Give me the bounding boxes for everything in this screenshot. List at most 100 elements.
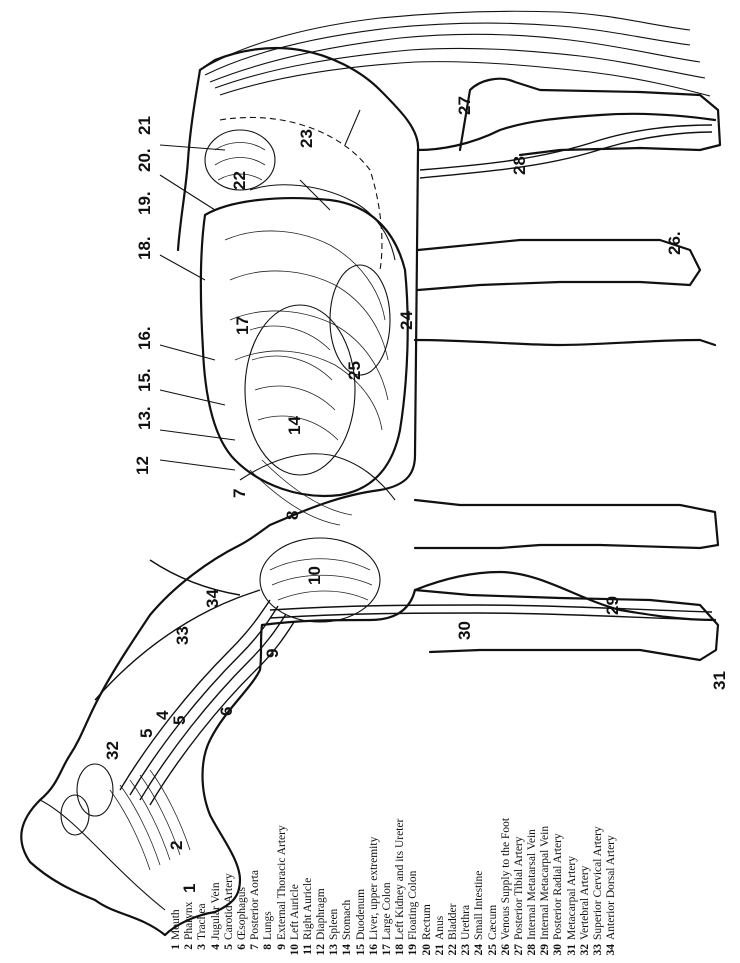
callout-19: 19. [135, 191, 154, 215]
legend-label: Posterior Aorta [249, 870, 261, 940]
callout-24: 24 [397, 311, 416, 330]
legend-item: 26 Venous Supply to the Foot [500, 692, 513, 962]
callout-32: 32 [103, 741, 122, 760]
legend-label: Urethra [460, 905, 472, 940]
legend-number: 27 [513, 944, 525, 962]
legend-label: Internal Metacarpal Vein [539, 826, 551, 940]
legend-number: 19 [407, 944, 419, 962]
legend-number: 7 [249, 944, 261, 962]
legend-item: 29 Internal Metacarpal Vein [539, 692, 552, 962]
legend-label: Stomach [341, 900, 353, 940]
callout-7: 7 [230, 489, 249, 498]
legend-number: 34 [605, 944, 617, 962]
legend-item: 21Anus [434, 692, 447, 962]
callout-29: 29 [603, 596, 622, 615]
callout-15: 15. [135, 368, 154, 392]
legend-number: 10 [289, 944, 301, 962]
legend-label: Lungs [262, 911, 274, 940]
legend-label: Right Auricle [302, 878, 314, 940]
head [40, 764, 190, 910]
legend-label: Duodenum [355, 889, 367, 940]
legend-label: Posterior Radial Artery [552, 833, 564, 940]
callout-8: 8 [283, 511, 302, 520]
legend-label: Rectum [421, 904, 433, 940]
legend-label: Spleen [328, 909, 340, 940]
legend-item: 11 Right Auricle [302, 692, 315, 962]
legend-number: 5 [223, 944, 235, 962]
legend-label: Left Kidney and its Ureter [394, 819, 406, 940]
legend-label: Carotid Artery [223, 873, 235, 940]
callout-25: 25 [345, 361, 364, 380]
legend-number: 29 [539, 944, 551, 962]
legend-number: 18 [394, 944, 406, 962]
tail [200, 11, 710, 96]
legend-label: Liver, upper extremity [368, 837, 380, 940]
legend-label: Anterior Dorsal Artery [605, 835, 617, 940]
legend-item: 19 Floating Colon [407, 692, 420, 962]
legend-label: External Thoracic Artery [276, 825, 288, 940]
legend-number: 4 [210, 944, 222, 962]
callout-34: 34 [203, 589, 222, 608]
legend-number: 33 [592, 944, 604, 962]
legend-number: 2 [183, 944, 195, 962]
callout-13: 13. [135, 406, 154, 430]
legend-number: 13 [328, 944, 340, 962]
legend-item: 18 Left Kidney and its Ureter [394, 692, 407, 962]
legend-number: 20 [421, 944, 433, 962]
legend-label: Floating Colon [407, 871, 419, 940]
legend-item: 13 Spleen [328, 692, 341, 962]
legend-item: 27 Posterior Tibial Artery [513, 692, 526, 962]
callout-33: 33 [173, 626, 192, 645]
legend-number: 11 [302, 944, 314, 962]
legend-number: 23 [460, 944, 472, 962]
legend-number: 25 [487, 944, 499, 962]
callout-30: 30 [455, 621, 474, 640]
leader-lines [160, 110, 360, 470]
callout-21: 21 [135, 116, 154, 135]
legend-item: 20 Rectum [421, 692, 434, 962]
legend-number: 21 [434, 944, 446, 962]
callout-27: 27 [455, 96, 474, 115]
legend-label: Pharynx [183, 902, 195, 940]
legend-number: 3 [196, 944, 208, 962]
legend-item: 5 Carotid Artery [223, 692, 236, 962]
callout-23: 23 [297, 129, 316, 148]
legend-number: 26 [500, 944, 512, 962]
legend-number: 9 [276, 944, 288, 962]
legend-label: Venous Supply to the Foot [500, 818, 512, 940]
callout-20: 20. [135, 148, 154, 172]
thoracic-organs [240, 454, 395, 622]
legend-label: Mouth [170, 909, 182, 940]
legend-number: 12 [315, 944, 327, 962]
callout-28: 28 [510, 156, 529, 175]
legend-label: Diaphragm [315, 888, 327, 940]
callout-26: 26. [665, 231, 684, 255]
legend-item: 4Jugular Vein [210, 692, 223, 962]
legend-item: 12 Diaphragm [315, 692, 328, 962]
legend-label: Cæcum [487, 905, 499, 940]
callout-10: 10 [305, 566, 324, 585]
legend-number: 22 [447, 944, 459, 962]
callout-14: 14 [285, 416, 304, 435]
legend-label: Left Auricle [289, 884, 301, 940]
callout-17: 17 [233, 316, 252, 335]
callout-31: 31 [710, 671, 729, 690]
legend-number: 32 [579, 944, 591, 962]
legend-label: Posterior Tibial Artery [513, 836, 525, 940]
legend-label: Œsophagus [236, 887, 248, 940]
callout-5a: 5 [137, 729, 156, 738]
callout-22: 22 [230, 171, 249, 190]
callout-12: 12 [133, 456, 152, 475]
